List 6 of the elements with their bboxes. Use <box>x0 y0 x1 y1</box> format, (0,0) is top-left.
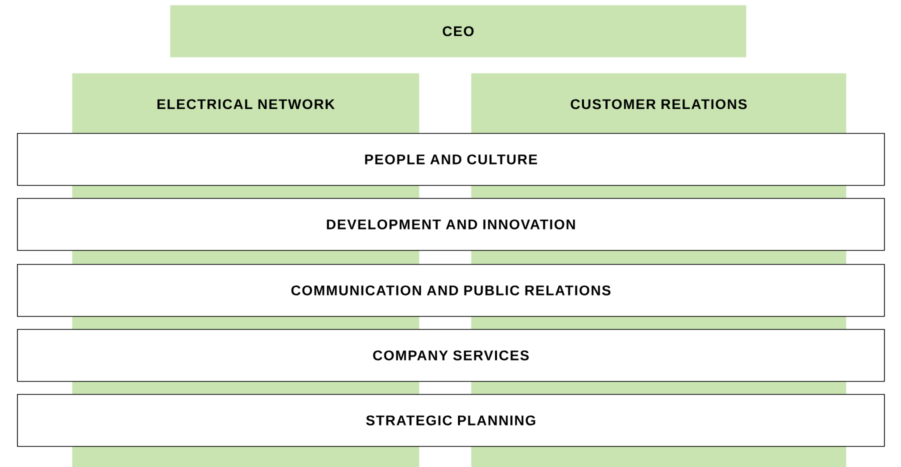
function-bar: STRATEGIC PLANNING <box>17 394 885 447</box>
function-bar: COMMUNICATION AND PUBLIC RELATIONS <box>17 264 885 317</box>
function-bar: DEVELOPMENT AND INNOVATION <box>17 198 885 251</box>
function-bar: COMPANY SERVICES <box>17 329 885 382</box>
ceo-box: CEO <box>170 5 746 58</box>
function-bar: PEOPLE AND CULTURE <box>17 133 885 186</box>
